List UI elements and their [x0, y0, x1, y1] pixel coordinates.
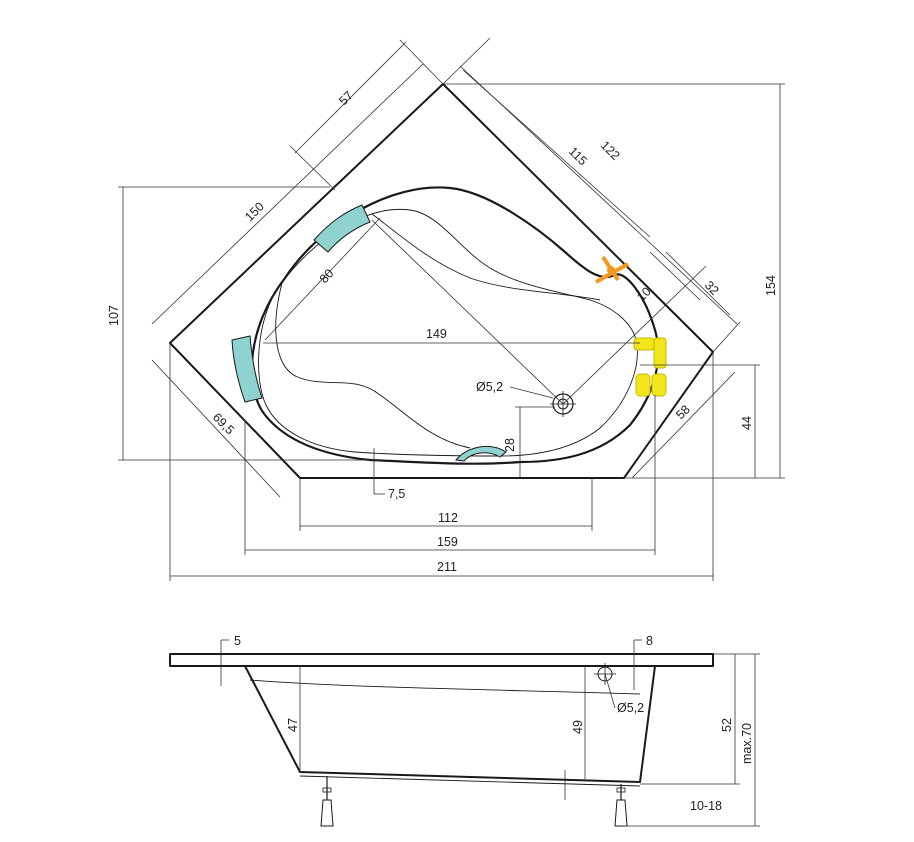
dim-5: 5 — [234, 634, 241, 648]
tub-foot-right — [614, 784, 628, 827]
dim-159: 159 — [437, 535, 458, 549]
grip-handle-front — [455, 445, 507, 462]
dim-107: 107 — [107, 305, 121, 326]
dim-10: 10 — [634, 284, 654, 304]
dim-52: 52 — [720, 718, 734, 732]
dim-150: 150 — [242, 199, 267, 224]
headrest-left — [231, 335, 263, 403]
dim-drain-diameter: Ø5,2 — [476, 380, 503, 394]
dim-112: 112 — [438, 511, 458, 525]
control-handle-icon — [633, 337, 667, 397]
basin-floor-line — [275, 282, 471, 449]
dim-57: 57 — [336, 88, 356, 108]
dim-122: 122 — [598, 138, 623, 163]
dim-28: 28 — [503, 438, 517, 452]
dim-80: 80 — [317, 266, 337, 286]
side-rim — [169, 653, 714, 667]
dim-49: 49 — [571, 720, 585, 734]
side-tub-bottom-line — [299, 775, 641, 787]
plan-dimension-lines — [118, 37, 785, 581]
dim-side-drain-diameter: Ø5,2 — [617, 701, 644, 715]
dim-32: 32 — [702, 278, 722, 298]
dim-149: 149 — [426, 327, 447, 341]
dim-211: 211 — [437, 560, 457, 574]
dim-7-5: 7,5 — [388, 487, 405, 501]
basin-inner-contour — [258, 208, 638, 457]
dim-10-18: 10-18 — [690, 799, 722, 813]
headrest-top — [313, 204, 371, 253]
dim-69-5: 69,5 — [210, 410, 237, 437]
basin-floor-line-2 — [371, 213, 601, 301]
side-view: 5 8 47 49 Ø5,2 52 max.70 10-18 — [169, 634, 760, 827]
tub-rim-outline — [169, 83, 714, 479]
faucet-icon — [595, 255, 629, 284]
plan-view: 57 150 115 122 80 107 149 10 32 154 Ø5,2… — [107, 37, 785, 581]
side-tub-inner-line — [249, 679, 641, 695]
dim-8: 8 — [646, 634, 653, 648]
dim-47: 47 — [286, 718, 300, 732]
basin-outer-contour — [250, 186, 660, 465]
tub-foot-left — [320, 776, 334, 827]
dim-154: 154 — [764, 275, 778, 296]
dim-44: 44 — [740, 416, 754, 430]
side-tub-body — [244, 665, 656, 783]
dim-max-70: max.70 — [740, 723, 754, 764]
side-dimension-lines — [220, 639, 760, 827]
